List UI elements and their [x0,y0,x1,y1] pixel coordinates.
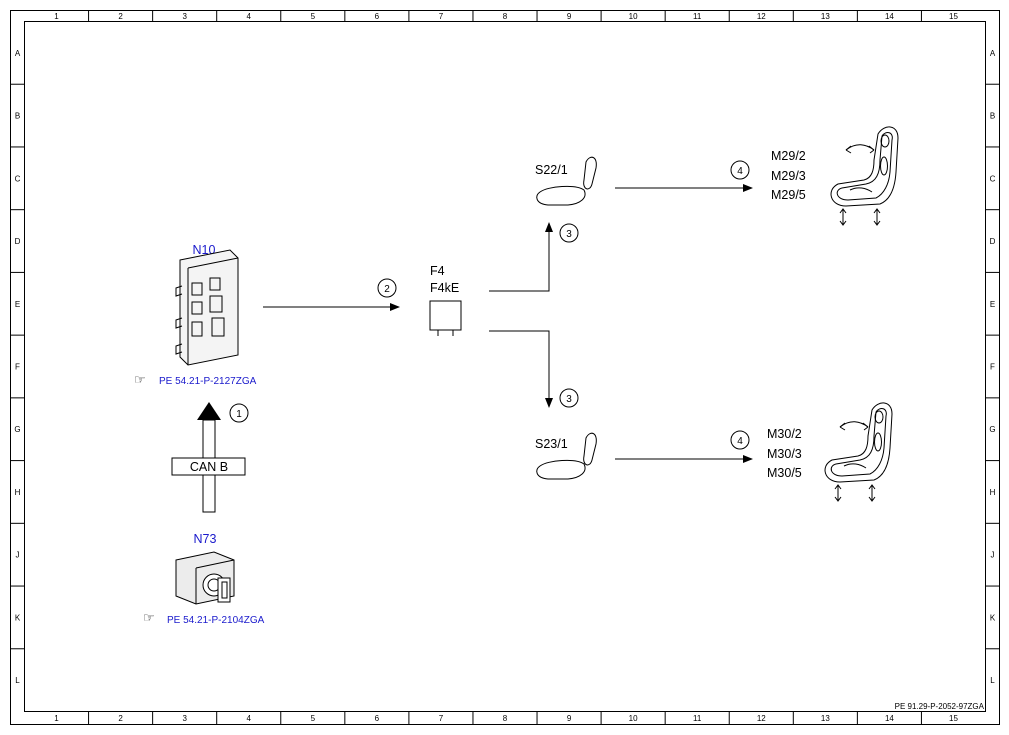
grid-row-label: D [15,237,21,246]
f4-label: F4 [430,264,445,278]
grid-col-label: 4 [247,12,252,21]
grid-col-label: 13 [821,12,830,21]
grid-row-label: C [15,174,21,183]
pointing-hand-icon: ☞ [134,372,146,387]
n10-label: N10 [193,243,216,257]
svg-text:2: 2 [384,284,390,295]
f4ke-label: F4kE [430,281,459,295]
fuse-relay-icon [429,300,462,336]
marker-1: 1 [229,403,249,423]
grid-row-label: G [14,425,20,434]
pointing-hand-icon: ☞ [143,610,155,625]
n73-reference-text: PE 54.21-P-2104ZGA [167,615,265,626]
grid-row-label: K [15,613,21,622]
m29-3-label: M29/3 [771,169,806,183]
n73-label: N73 [194,532,217,546]
seat-switch-icon [536,156,597,206]
arrow-f4-to-s22 [489,222,553,292]
grid-row-label: E [990,300,995,309]
m29-5-label: M29/5 [771,188,806,202]
seat-switch-icon [536,432,597,480]
s22-label: S22/1 [535,163,568,177]
grid-col-label: 9 [567,12,572,21]
grid-col-label: 1 [54,12,59,21]
grid-col-label: 5 [311,12,316,21]
can-bus-label: CAN B [190,460,228,474]
grid-col-label: 9 [567,714,572,723]
grid-col-label: 3 [182,714,187,723]
svg-text:3: 3 [566,229,572,240]
frame-outer [10,10,1000,725]
marker-4-bottom: 4 [730,430,750,450]
grid-row-label: L [990,676,995,685]
grid-row-label: H [15,488,21,497]
grid-col-label: 10 [629,714,638,723]
grid-row-label: F [15,363,20,372]
arrow-f4-to-s23 [489,330,553,408]
grid-col-label: 6 [375,714,380,723]
svg-text:4: 4 [737,436,743,447]
m29-2-label: M29/2 [771,149,806,163]
grid-col-label: 11 [693,12,702,21]
m30-5-label: M30/5 [767,466,802,480]
m30-3-label: M30/3 [767,447,802,461]
grid-row-label: B [15,112,20,121]
marker-4-top: 4 [730,160,750,180]
grid-col-label: 14 [885,12,894,21]
marker-3-top: 3 [559,223,579,243]
ignition-switch-icon [175,551,235,605]
control-unit-icon [175,249,239,366]
n10-reference-text: PE 54.21-P-2127ZGA [159,376,257,387]
grid-row-label: K [990,613,996,622]
grid-col-label: 1 [54,714,59,723]
grid-row-label: C [990,174,996,183]
footer-doc-id: PE 91.29-P-2052-97ZGA [895,702,985,711]
grid-labels: 1122334455667788991010111112121313141415… [14,12,995,723]
grid-row-label: G [989,425,995,434]
seat-motor-icon [824,402,893,502]
grid-col-label: 10 [629,12,638,21]
grid-col-label: 8 [503,714,508,723]
grid-row-label: B [990,112,995,121]
grid-col-label: 6 [375,12,380,21]
s23-label: S23/1 [535,437,568,451]
svg-text:3: 3 [566,394,572,405]
marker-2: 2 [377,278,397,298]
grid-row-label: A [990,49,996,58]
grid-col-label: 2 [118,714,123,723]
grid-col-label: 3 [182,12,187,21]
grid-col-label: 5 [311,714,316,723]
n73-reference[interactable]: ☞ PE 54.21-P-2104ZGA [143,610,265,626]
grid-col-label: 15 [949,714,958,723]
grid-row-label: A [15,49,21,58]
grid-col-label: 15 [949,12,958,21]
grid-col-label: 13 [821,714,830,723]
grid-row-label: J [16,551,20,560]
frame-inner [24,21,986,712]
can-bus-arrow: CAN B [171,402,246,513]
m30-2-label: M30/2 [767,427,802,441]
n10-reference[interactable]: ☞ PE 54.21-P-2127ZGA [134,372,257,387]
grid-ticks [10,10,1000,725]
marker-3-bottom: 3 [559,388,579,408]
grid-col-label: 7 [439,714,444,723]
grid-row-label: D [990,237,996,246]
grid-col-label: 4 [247,714,252,723]
grid-col-label: 12 [757,714,766,723]
grid-col-label: 7 [439,12,444,21]
grid-col-label: 8 [503,12,508,21]
svg-text:4: 4 [737,166,743,177]
grid-col-label: 14 [885,714,894,723]
seat-motor-icon [830,126,899,226]
grid-row-label: H [990,488,996,497]
grid-row-label: E [15,300,20,309]
grid-row-label: J [991,551,995,560]
grid-row-label: L [15,676,20,685]
grid-col-label: 11 [693,714,702,723]
grid-col-label: 12 [757,12,766,21]
grid-col-label: 2 [118,12,123,21]
grid-row-label: F [990,363,995,372]
svg-text:1: 1 [236,409,242,420]
